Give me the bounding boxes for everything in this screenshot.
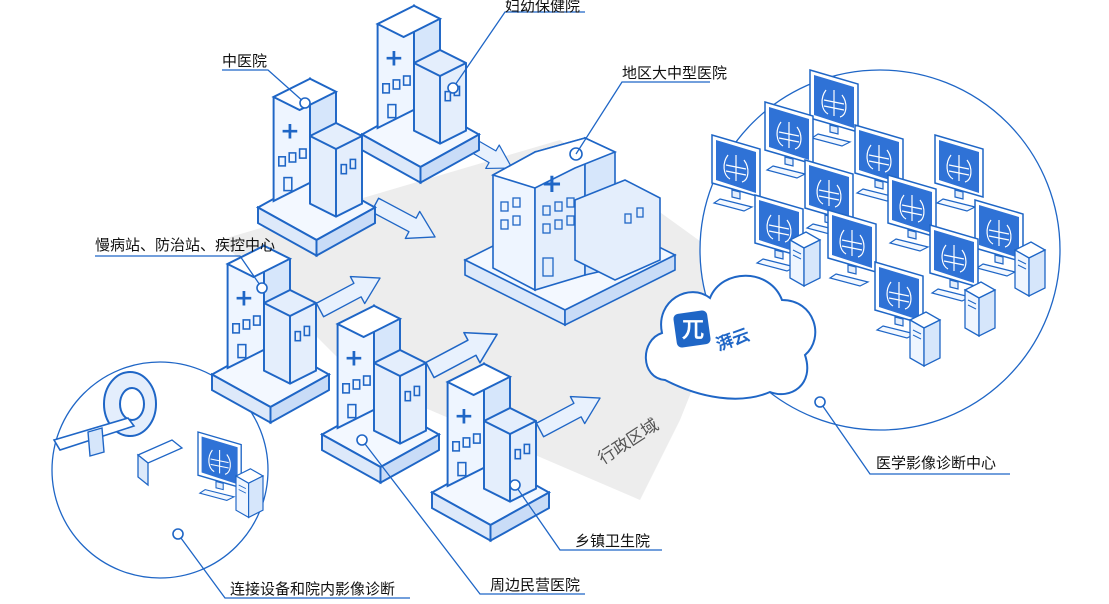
- label-maternal-hospital: 妇幼保健院: [505, 0, 581, 15]
- label-regional-hospital: 地区大中型医院: [622, 64, 728, 82]
- ct-scanner: [52, 371, 157, 457]
- label-connect-devices: 连接设备和院内影像诊断: [230, 580, 396, 598]
- leader-regional: [575, 81, 710, 155]
- maternal-hospital: [361, 4, 480, 184]
- leader-connect: [177, 533, 410, 599]
- cloud-logo: 兀: [644, 274, 817, 400]
- regional-hospital: +: [463, 136, 677, 327]
- brand-logo-mark: 兀: [682, 318, 704, 343]
- leader-maternal: [452, 11, 585, 89]
- label-township-hospital: 乡镇卫生院: [575, 532, 651, 550]
- workstation: [136, 431, 264, 518]
- tcm-hospital: [257, 77, 376, 257]
- leader-tcm: [222, 69, 306, 104]
- leader-chronic: [95, 255, 263, 289]
- label-tcm-hospital: 中医院: [222, 52, 268, 70]
- leader-private: [361, 439, 585, 595]
- label-imaging-center: 医学影像诊断中心: [876, 454, 997, 472]
- label-chronic-stations: 慢病站、防治站、疾控中心: [95, 236, 276, 254]
- svg-text:+: +: [541, 169, 563, 199]
- label-private-hospital: 周边民营医院: [490, 576, 581, 594]
- leader-imaging: [819, 401, 1010, 475]
- leader-township: [514, 484, 662, 551]
